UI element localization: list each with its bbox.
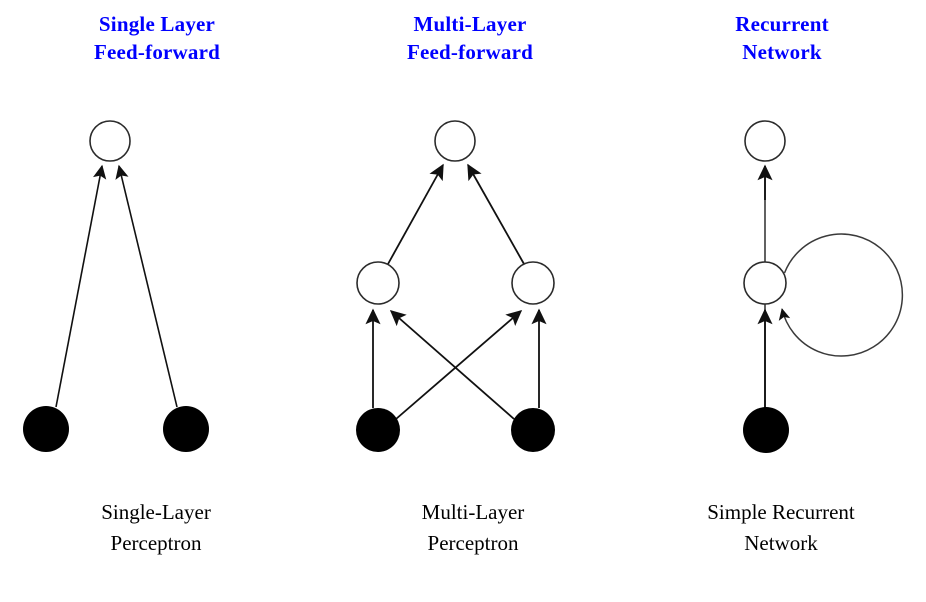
panel-caption-multi-layer: Multi-Layer Perceptron [421,500,525,555]
panel-caption-single-layer: Single-Layer Perceptron [101,500,211,555]
panel-recurrent: Recurrent Network Simple Recurrent Netwo… [630,0,926,602]
panel-title-recurrent: Recurrent Network [735,12,829,64]
panel-multi-layer: Multi-Layer Feed-forward Multi-Layer Per… [310,0,630,602]
panel-caption-recurrent: Simple Recurrent Network [707,500,855,555]
panel-title-multi-layer: Multi-Layer Feed-forward [406,12,534,64]
panel-title-single-layer: Single Layer Feed-forward [93,12,221,64]
panel-single-layer: Single Layer Feed-forward Single-Layer P… [0,0,310,602]
